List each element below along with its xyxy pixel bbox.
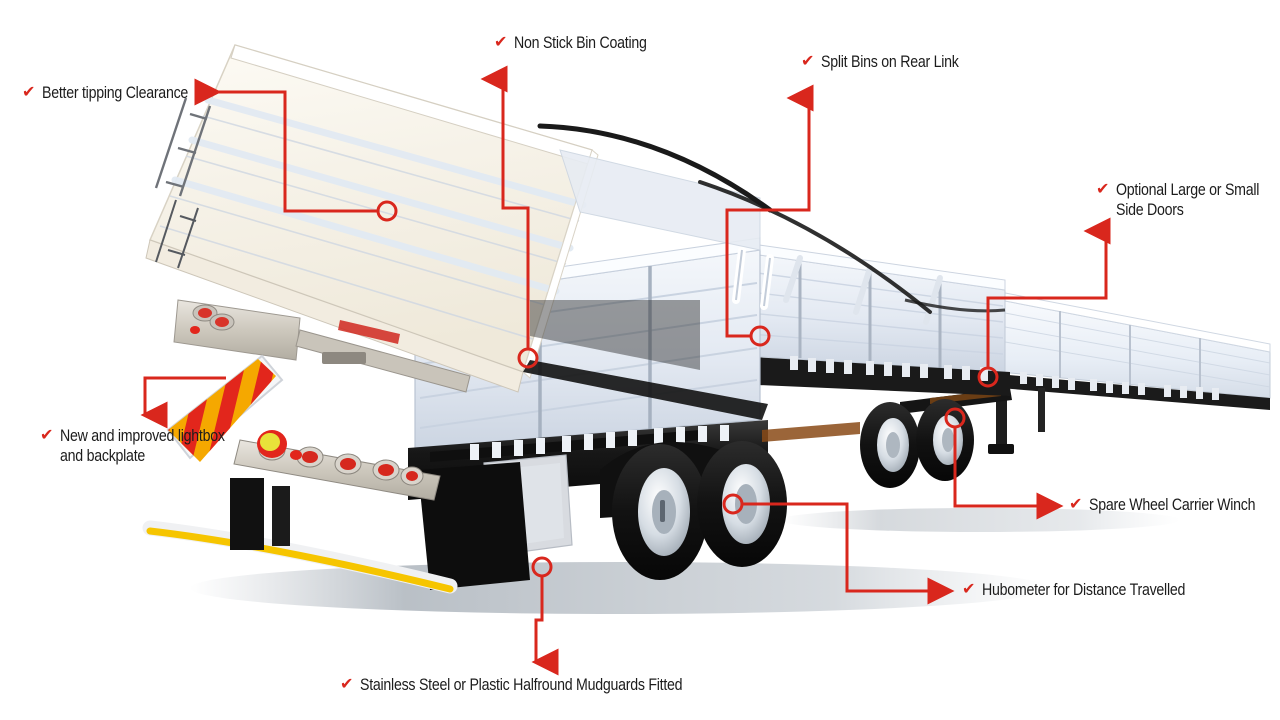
check-icon: ✔ <box>40 427 54 444</box>
check-icon: ✔ <box>801 53 815 70</box>
callout-label-line1: New and improved lightbox <box>60 427 226 445</box>
callout-label: Stainless Steel or Plastic Halfround Mud… <box>360 676 683 694</box>
callout-label-line2: and backplate <box>60 447 146 465</box>
callout-label: Spare Wheel Carrier Winch <box>1089 496 1256 514</box>
callout-halfround-mudguards[interactable]: ✔ Stainless Steel or Plastic Halfround M… <box>340 675 735 695</box>
callout-optional-side-doors[interactable]: ✔ Optional Large or Small Side Doors <box>1096 180 1280 220</box>
callout-label: Split Bins on Rear Link <box>821 53 960 71</box>
check-icon: ✔ <box>494 34 508 51</box>
callout-label: Hubometer for Distance Travelled <box>982 581 1186 599</box>
check-icon: ✔ <box>22 84 36 101</box>
check-icon: ✔ <box>340 676 354 693</box>
callout-spare-wheel-carrier-winch[interactable]: ✔ Spare Wheel Carrier Winch <box>1069 495 1280 515</box>
callout-new-improved-lightbox[interactable]: ✔ New and improved lightbox and backplat… <box>40 426 252 466</box>
callout-split-bins-on-rear-link[interactable]: ✔ Split Bins on Rear Link <box>801 52 981 72</box>
callout-non-stick-bin-coating[interactable]: ✔ Non Stick Bin Coating <box>494 33 669 53</box>
callout-label: New and improved lightbox and backplate <box>60 426 225 466</box>
check-icon: ✔ <box>962 581 976 598</box>
callout-label: Optional Large or Small Side Doors <box>1116 180 1259 220</box>
check-icon: ✔ <box>1069 496 1083 513</box>
callout-label-line1: Optional Large or Small <box>1116 181 1260 199</box>
callout-label-line2: Side Doors <box>1116 201 1185 219</box>
callout-label: Non Stick Bin Coating <box>514 34 648 52</box>
callout-hubometer-distance-travelled[interactable]: ✔ Hubometer for Distance Travelled <box>962 580 1219 600</box>
callout-label: Better tipping Clearance <box>42 84 189 102</box>
check-icon: ✔ <box>1096 181 1110 198</box>
callout-better-tipping-clearance[interactable]: ✔ Better tipping Clearance <box>22 83 212 103</box>
